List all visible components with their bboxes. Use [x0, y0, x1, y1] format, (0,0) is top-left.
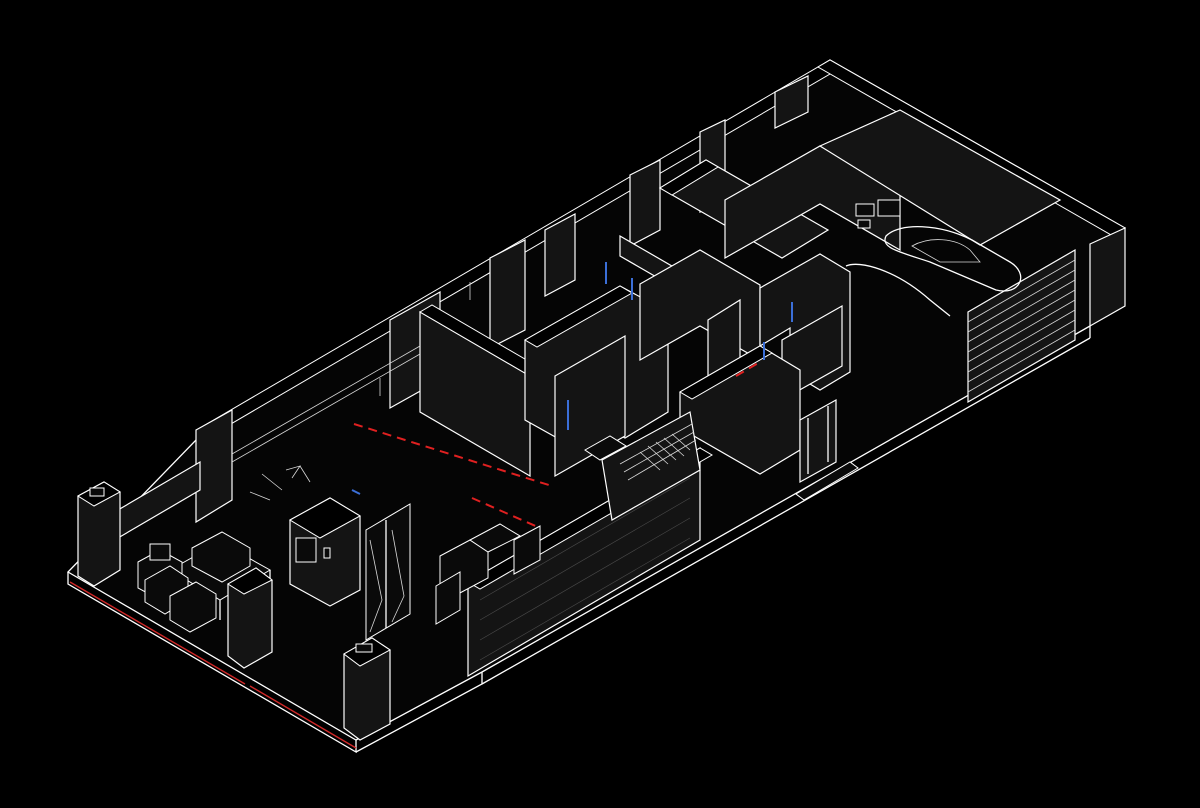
- interior-walls: [419, 109, 1062, 678]
- entry-door: [799, 398, 837, 484]
- garage-car: [845, 199, 1022, 317]
- blue-markers: [351, 262, 793, 495]
- garage-door-slats: [967, 259, 1076, 393]
- staircase: [584, 411, 701, 521]
- perimeter-walls: [117, 59, 1126, 540]
- details: [249, 465, 311, 501]
- front-pillars: [77, 481, 391, 741]
- windows: [231, 282, 471, 463]
- living-room-furniture: [137, 497, 541, 641]
- section-lines: [353, 361, 761, 529]
